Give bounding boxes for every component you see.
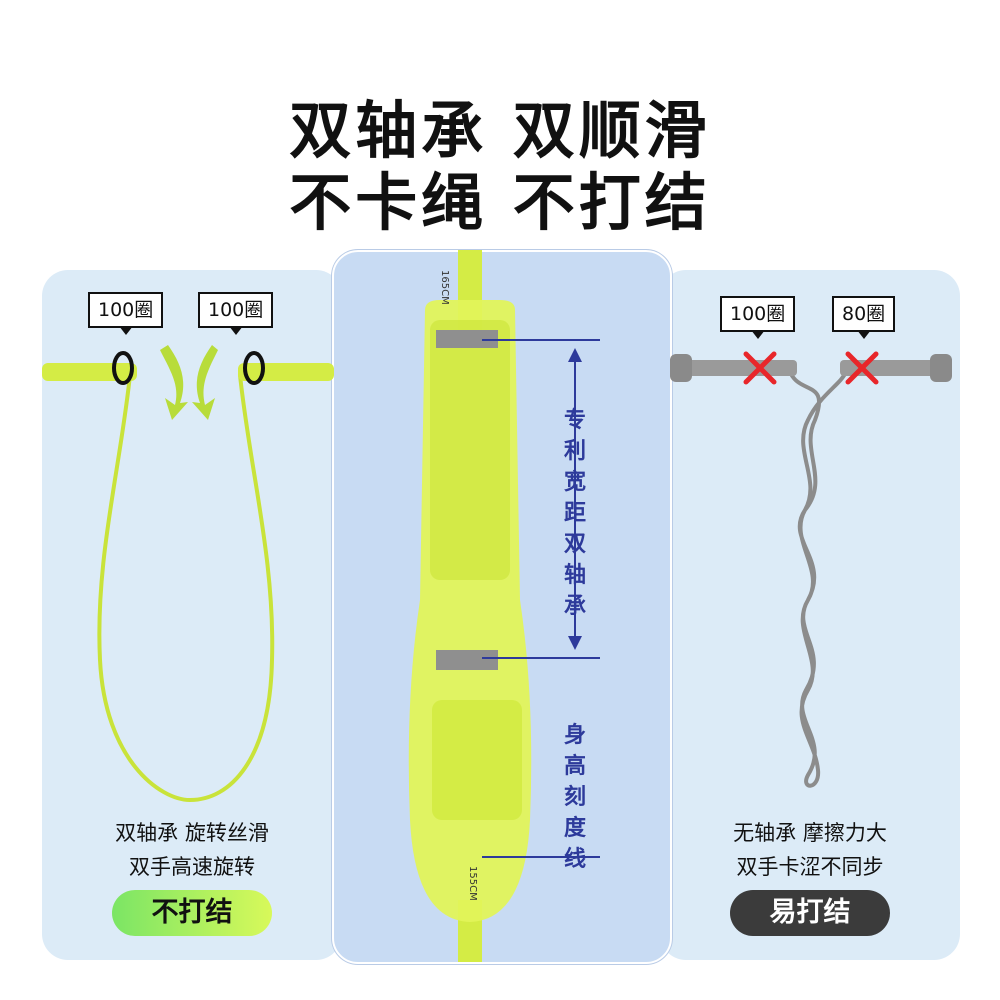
right-panel-left-count: 100圈 [720, 296, 796, 339]
cross-icon-right [845, 351, 879, 385]
right-caption-line2: 双手卡涩不同步 [736, 855, 884, 879]
rope-smooth-icon [97, 374, 275, 803]
panel-without-bearing [660, 270, 960, 960]
bearing-label: 专利宽距双轴承 [563, 408, 586, 619]
scale-top-text: 165CM [439, 270, 450, 305]
arrow-up-icon [568, 348, 582, 362]
lower-bearing-icon [436, 650, 498, 670]
arrow-down-right-icon [192, 345, 218, 420]
arrow-down-left-icon [160, 345, 188, 420]
easy-knot-badge: 易打结 [730, 890, 890, 936]
arrow-down-icon [568, 636, 582, 650]
right-panel-right-count: 80圈 [832, 296, 896, 339]
right-count-bubble: 100圈 [198, 292, 274, 335]
rotate-arrow-right-icon [243, 351, 265, 385]
no-knot-badge: 不打结 [112, 890, 272, 936]
right-caption-line1: 无轴承 摩擦力大 [733, 821, 887, 845]
left-count-bubble: 100圈 [88, 292, 164, 335]
height-scale-label: 身高刻度线 [563, 723, 586, 872]
panel-with-bearing [42, 270, 342, 960]
left-handle-icon [42, 363, 137, 381]
headline-line2: 不卡绳 不打结 [289, 166, 711, 239]
right-handle-icon [238, 363, 334, 381]
rope-tangled-icon [788, 371, 848, 788]
headline-line1: 双轴承 双顺滑 [289, 94, 711, 167]
rotate-arrow-left-icon [112, 351, 134, 385]
left-caption-line2: 双手高速旋转 [129, 855, 255, 879]
scale-bottom-text: 155CM [467, 866, 478, 901]
upper-bearing-icon [436, 330, 498, 348]
cross-icon-left [743, 351, 777, 385]
left-caption-line1: 双轴承 旋转丝滑 [115, 821, 269, 845]
